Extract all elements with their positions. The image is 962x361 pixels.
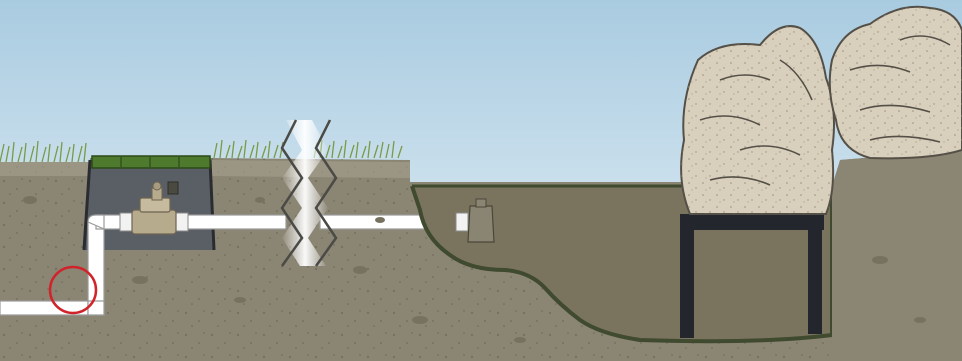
right-bank bbox=[832, 150, 962, 361]
waterfall-rock-left bbox=[681, 26, 834, 214]
valve-box-lid bbox=[92, 156, 210, 168]
